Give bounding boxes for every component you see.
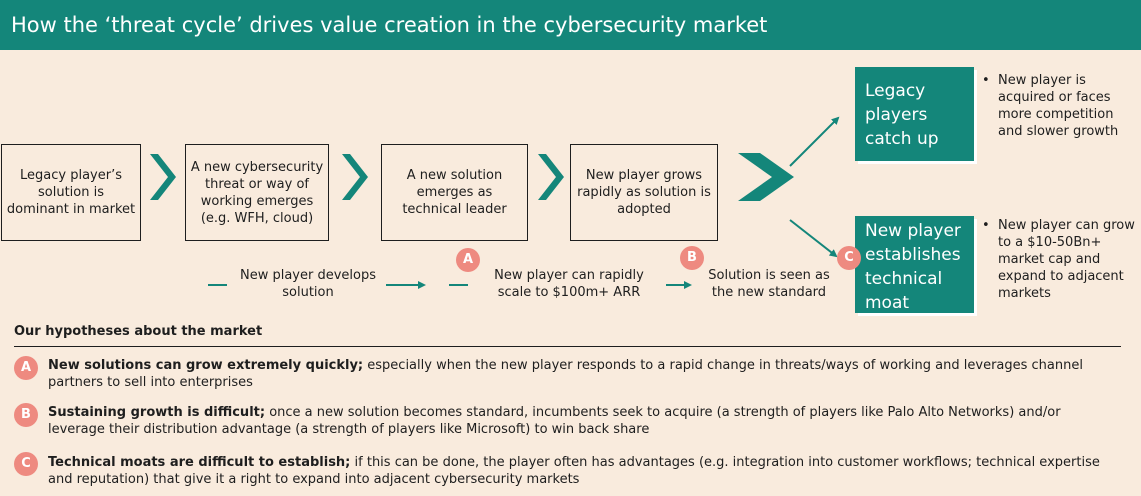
outcome-bottom-bullet: • New player can grow to a $10-50Bn+ mar…: [982, 218, 1135, 301]
arrow-down-right: [789, 219, 838, 258]
outcome-top-bullet: • New player is acquired or faces more c…: [982, 73, 1119, 139]
hypothesis-c-title: Technical moats are difficult to establi…: [48, 455, 351, 470]
hypotheses-heading: Our hypotheses about the market: [14, 324, 263, 339]
hypothesis-a-text: especially when the new player responds …: [48, 358, 1083, 390]
hypothesis-a-marker: A: [14, 356, 38, 380]
hypothesis-c-text: if this can be done, the player often ha…: [48, 455, 1100, 487]
step-new-solution: A new solution emerges as technical lead…: [381, 144, 528, 241]
marker-c: C: [837, 246, 861, 270]
hypothesis-b-text: once a new solution becomes standard, in…: [48, 405, 1061, 437]
timeline-develops: New player develops solution: [239, 268, 377, 300]
hypothesis-b-marker: B: [14, 403, 38, 427]
step-rapid-growth: New player grows rapidly as solution is …: [570, 144, 718, 241]
hypothesis-b-title: Sustaining growth is difficult;: [48, 405, 266, 420]
hypothesis-c-marker: C: [14, 452, 38, 476]
chevron-right-icon: [342, 154, 368, 200]
step-new-threat: A new cybersecurity threat or way of wor…: [185, 144, 329, 241]
hypothesis-c: Technical moats are difficult to establi…: [48, 454, 1118, 488]
hypothesis-a: New solutions can grow extremely quickly…: [48, 357, 1118, 391]
chevron-right-icon: [150, 154, 176, 200]
step-legacy-dominant: Legacy player’s solution is dominant in …: [1, 144, 141, 241]
hypotheses-divider: [14, 346, 1121, 347]
timeline-scale: New player can rapidly scale to $100m+ A…: [494, 268, 644, 300]
marker-a: A: [456, 248, 480, 272]
page-title: How the ‘threat cycle’ drives value crea…: [0, 0, 1141, 50]
outcome-technical-moat: New player establishes technical moat: [855, 216, 974, 313]
hypothesis-b: Sustaining growth is difficult; once a n…: [48, 404, 1118, 438]
marker-b: B: [680, 246, 704, 270]
chevron-right-icon: [538, 154, 564, 200]
chevron-right-large-icon: [738, 153, 794, 201]
outcome-legacy-catch-up: Legacy players catch up: [855, 67, 974, 161]
timeline-standard: Solution is seen as the new standard: [708, 268, 830, 300]
arrow-up-right: [789, 116, 840, 167]
hypothesis-a-title: New solutions can grow extremely quickly…: [48, 358, 364, 373]
